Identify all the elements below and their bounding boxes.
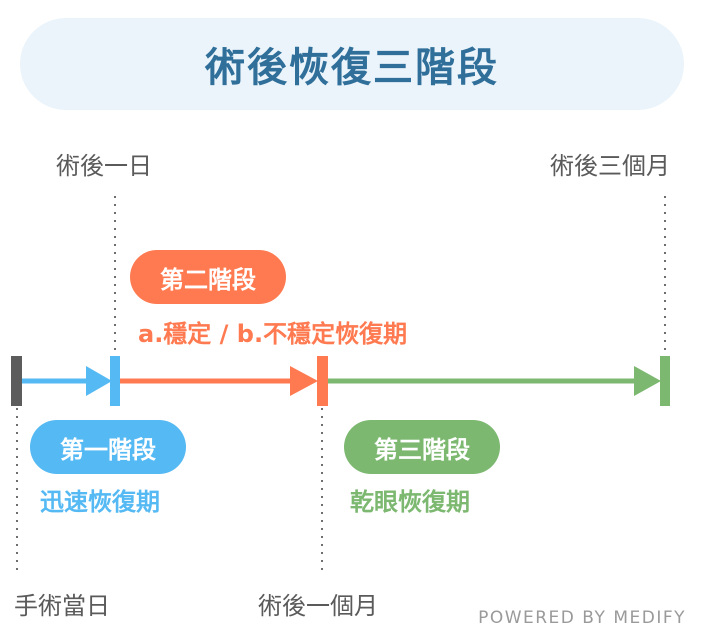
phase1-arrowhead — [86, 366, 112, 396]
phase3-subtitle: 乾眼恢復期 — [350, 488, 470, 516]
tick-month3 — [660, 356, 670, 406]
phase3-badge: 第三階段 — [344, 420, 500, 474]
phase1-subtitle: 迅速恢復期 — [40, 488, 160, 516]
milestone-label-month3: 術後三個月 — [550, 152, 670, 180]
title-banner: 術後恢復三階段 — [20, 18, 684, 110]
phase2-badge-label: 第二階段 — [160, 265, 256, 294]
milestone-label-month1: 術後一個月 — [258, 592, 378, 620]
phase1-badge-label: 第一階段 — [60, 435, 156, 464]
milestone-label-day1: 術後一日 — [56, 152, 152, 180]
phase3-badge-label: 第三階段 — [374, 435, 470, 464]
tick-month1 — [317, 356, 328, 406]
phase2-arrowhead — [290, 366, 318, 396]
tick-day1 — [110, 356, 120, 406]
phase1-badge: 第一階段 — [30, 420, 186, 474]
tick-day0 — [11, 356, 22, 406]
footer-credit: POWERED BY MEDIFY — [478, 608, 686, 628]
phase2-subtitle: a.穩定 / b.不穩定恢復期 — [138, 320, 408, 348]
phase2-badge: 第二階段 — [130, 250, 286, 304]
page-title: 術後恢復三階段 — [205, 45, 499, 91]
phase3-arrowhead — [634, 366, 661, 396]
milestone-label-day0: 手術當日 — [14, 592, 110, 620]
